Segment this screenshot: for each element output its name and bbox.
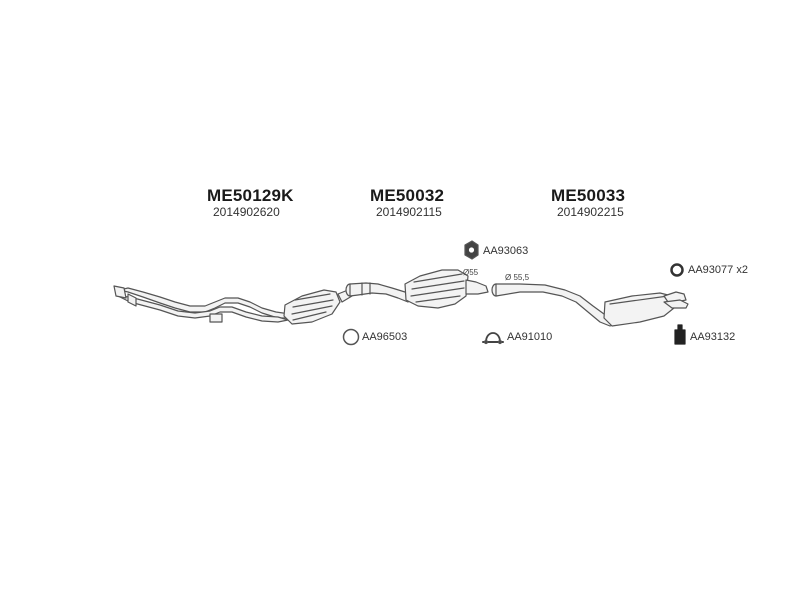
gasket-ring-icon	[670, 263, 684, 277]
part-number-1: ME50129K	[207, 186, 294, 205]
silencer-body	[603, 292, 675, 327]
oem-number-3: 2014902215	[557, 205, 624, 219]
rear-pipe	[495, 283, 621, 327]
accessory-label-mounting-block: AA93132	[690, 331, 736, 343]
mounting-block-icon	[674, 324, 686, 345]
front-pipe-flange-2	[127, 293, 137, 307]
rear-silencer-part	[491, 283, 689, 327]
catalyst-body-2	[404, 269, 469, 309]
catalyst-ridge-1	[291, 293, 334, 321]
oem-number-1: 2014902620	[213, 205, 280, 219]
front-pipe-catalyst-part	[113, 285, 353, 325]
rubber-hanger-icon-hole	[468, 247, 475, 253]
seal-ring-icon	[342, 328, 360, 346]
catalyst-body-1	[283, 289, 341, 325]
front-pipe-bracket	[209, 313, 223, 323]
diameter-label-2: Ø 55,5	[505, 273, 530, 282]
accessory-label-seal-ring: AA96503	[362, 331, 408, 343]
part-number-3: ME50033	[551, 186, 626, 205]
catalyst-ridge-2	[410, 273, 465, 303]
diameter-label-1: Ø55	[463, 268, 479, 277]
inlet-pipe	[349, 282, 411, 303]
front-pipe-flange	[113, 285, 127, 299]
accessory-label-rubber-hanger: AA93063	[483, 245, 529, 257]
accessory-label-pipe-clamp: AA91010	[507, 331, 553, 343]
tailpipe-lower	[663, 299, 689, 309]
catalyst-outlet-2	[465, 279, 489, 295]
part-number-2: ME50032	[370, 186, 445, 205]
pipe-clamp-icon	[482, 332, 504, 345]
oem-number-2: 2014902115	[376, 205, 442, 219]
inlet-band	[361, 282, 371, 296]
silencer-seam	[609, 295, 669, 305]
accessory-label-gasket-ring: AA93077 x2	[688, 264, 748, 276]
middle-catalyst-part	[345, 269, 489, 309]
